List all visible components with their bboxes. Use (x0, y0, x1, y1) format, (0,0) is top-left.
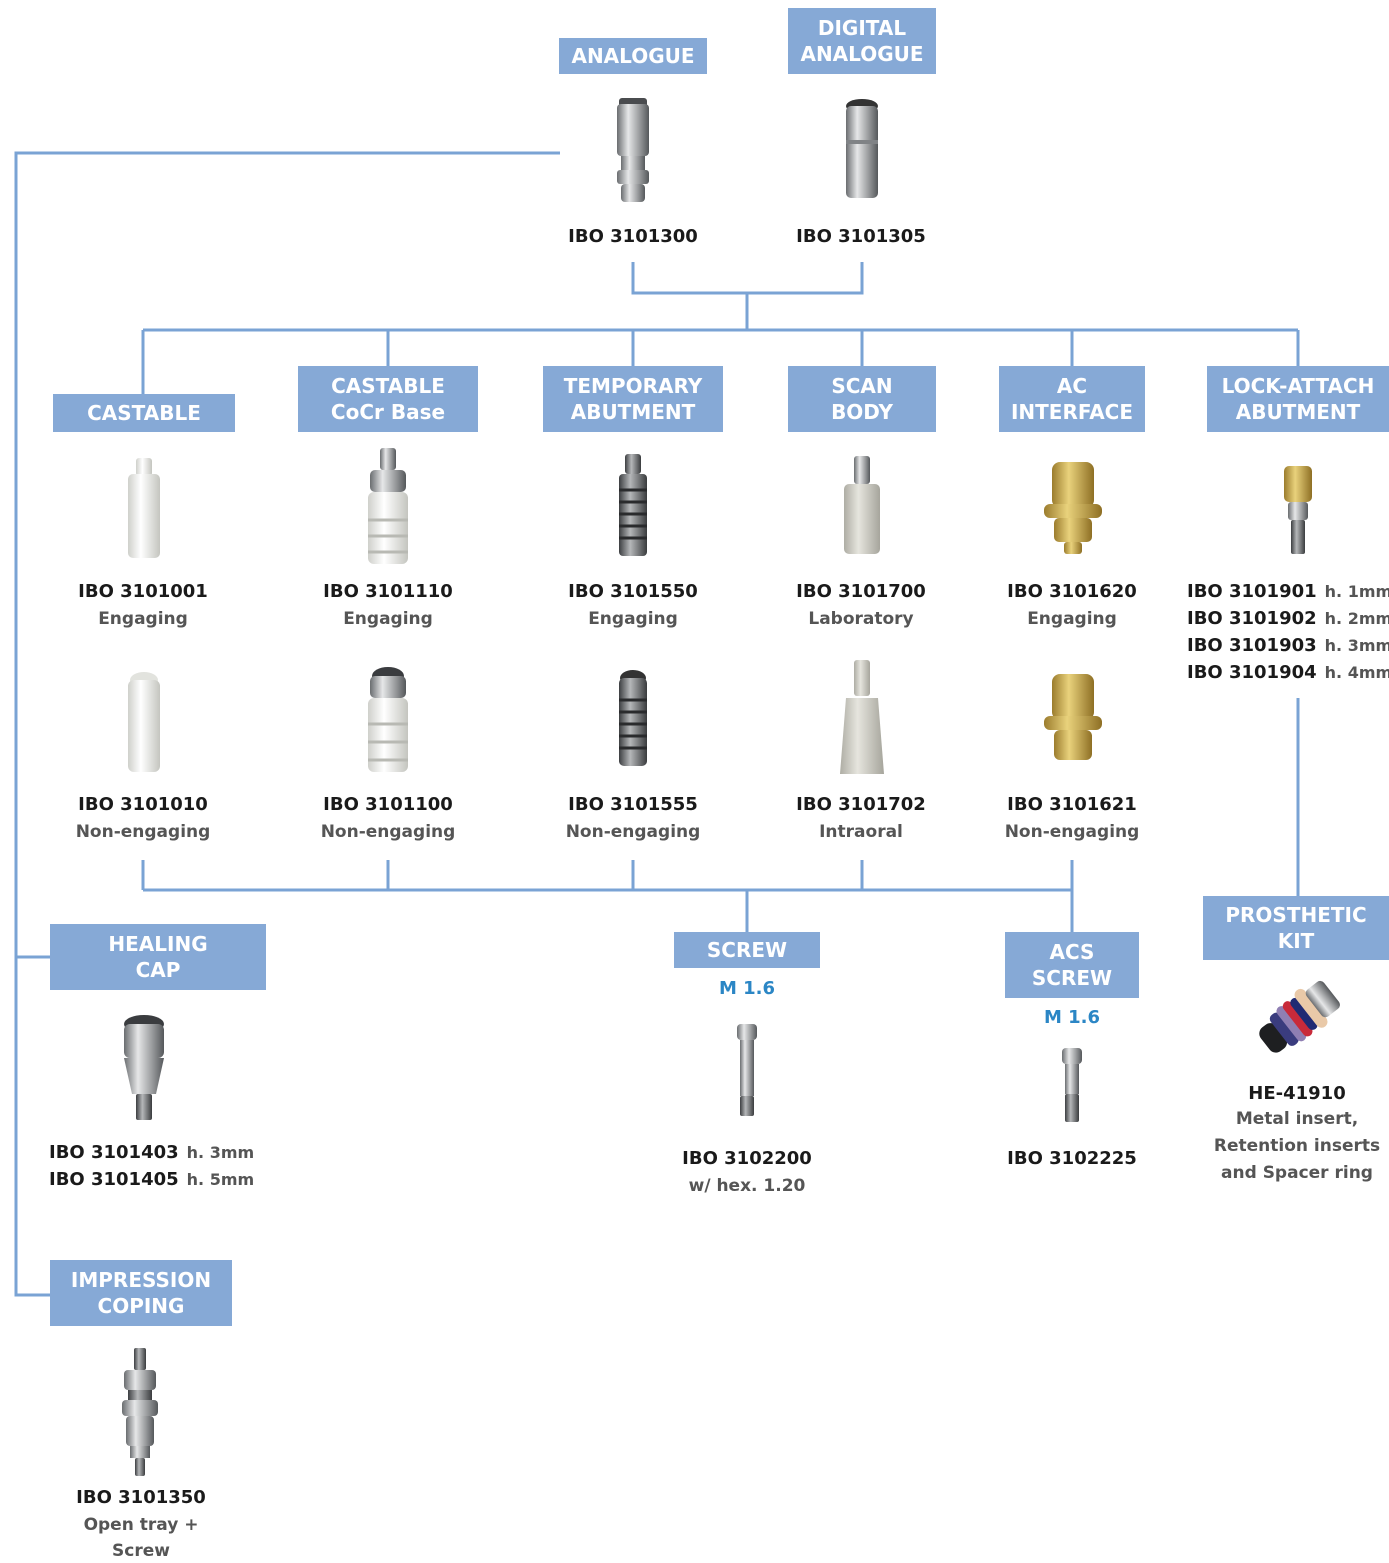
lock-attach-header: LOCK-ATTACH ABUTMENT (1207, 366, 1389, 432)
digital-analogue-header: DIGITAL ANALOGUE (788, 8, 936, 74)
castable-cocr-header: CASTABLE CoCr Base (298, 366, 478, 432)
ac-interface-header: AC INTERFACE (999, 366, 1145, 432)
healing-item-code: IBO 3101403 (49, 1142, 179, 1163)
acs-screw-header: ACS SCREW (1005, 932, 1139, 998)
impression-coping-header: IMPRESSION COPING (50, 1260, 232, 1326)
temporary-nonengaging-code: IBO 3101555 (568, 794, 698, 815)
healing-item-height: h. 3mm (186, 1143, 255, 1162)
list-item: IBO 3101902 h. 2mm (1187, 608, 1389, 635)
castable-cocr-engaging-icon (368, 448, 408, 564)
prosthetic-kit-header: PROSTHETIC KIT (1203, 896, 1389, 960)
acs-screw-part-icon (1062, 1048, 1082, 1122)
prosthetic-kit-part-icon (1259, 980, 1340, 1053)
list-item: IBO 3101904 h. 4mm (1187, 662, 1389, 689)
ac-interface-nonengaging-icon (1044, 674, 1102, 760)
impression-coping-line1: Open tray + (83, 1515, 199, 1535)
temporary-engaging-icon (619, 454, 647, 556)
lock-item-code: IBO 3101902 (1187, 608, 1317, 629)
scan-body-intraoral-code: IBO 3101702 (796, 794, 926, 815)
castable-header: CASTABLE (53, 394, 235, 432)
healing-cap-part-icon (124, 1015, 164, 1120)
ac-interface-nonengaging-label: Non-engaging (1004, 822, 1140, 842)
healing-cap-header: HEALING CAP (50, 924, 266, 990)
impression-coping-part-icon (122, 1348, 158, 1476)
analogue-code: IBO 3101300 (568, 226, 698, 247)
temporary-engaging-code: IBO 3101550 (568, 581, 698, 602)
castable-nonengaging-icon (128, 672, 160, 772)
screw-part-icon (737, 1024, 757, 1116)
lock-item-code: IBO 3101904 (1187, 662, 1317, 683)
healing-item-code: IBO 3101405 (49, 1169, 179, 1190)
prosthetic-kit-line1: Metal insert, (1235, 1109, 1359, 1129)
castable-cocr-nonengaging-label: Non-engaging (320, 822, 456, 842)
lock-attach-list: IBO 3101901 h. 1mm IBO 3101902 h. 2mm IBO … (1187, 581, 1389, 689)
list-item: IBO 3101403 h. 3mm (49, 1142, 254, 1169)
scan-body-header: SCAN BODY (788, 366, 936, 432)
lock-item-height: h. 4mm (1324, 663, 1389, 682)
prosthetic-kit-code: HE-41910 (1248, 1083, 1346, 1104)
scan-body-intraoral-icon (840, 660, 884, 774)
castable-engaging-icon (128, 458, 160, 558)
healing-item-height: h. 5mm (186, 1170, 255, 1189)
acs-screw-code: IBO 3102225 (1007, 1148, 1137, 1169)
screw-header: SCREW (674, 932, 820, 968)
list-item: IBO 3101901 h. 1mm (1187, 581, 1389, 608)
castable-cocr-engaging-label: Engaging (343, 609, 433, 629)
lock-item-height: h. 3mm (1324, 636, 1389, 655)
trunk-line (14, 151, 560, 1297)
ac-interface-engaging-label: Engaging (1027, 609, 1117, 629)
scan-body-laboratory-code: IBO 3101700 (796, 581, 926, 602)
castable-cocr-nonengaging-icon (368, 667, 408, 772)
healing-cap-list: IBO 3101403 h. 3mm IBO 3101405 h. 5mm (49, 1142, 254, 1196)
castable-cocr-nonengaging-code: IBO 3101100 (323, 794, 453, 815)
acs-screw-spec: M 1.6 (1043, 1007, 1101, 1028)
scan-body-laboratory-icon (844, 456, 880, 554)
ac-interface-nonengaging-code: IBO 3101621 (1007, 794, 1137, 815)
castable-engaging-label: Engaging (98, 609, 188, 629)
temporary-nonengaging-icon (619, 670, 647, 766)
scan-body-intraoral-label: Intraoral (819, 822, 903, 842)
screw-code: IBO 3102200 (682, 1148, 812, 1169)
temporary-engaging-label: Engaging (588, 609, 678, 629)
digital-analogue-part-icon (846, 99, 878, 198)
lock-attach-part-icon (1284, 466, 1312, 554)
analogue-part-icon (617, 98, 649, 202)
screw-label: w/ hex. 1.20 (688, 1176, 806, 1196)
digital-analogue-code: IBO 3101305 (796, 226, 926, 247)
impression-coping-line2: Screw (112, 1541, 170, 1561)
castable-nonengaging-code: IBO 3101010 (78, 794, 208, 815)
prosthetic-kit-line2: Retention inserts (1213, 1136, 1381, 1156)
lock-item-code: IBO 3101903 (1187, 635, 1317, 656)
analogue-header: ANALOGUE (559, 38, 707, 74)
lock-item-height: h. 1mm (1324, 582, 1389, 601)
screw-spec: M 1.6 (718, 978, 776, 999)
analogue-join (631, 262, 864, 295)
prosthetic-kit-line3: and Spacer ring (1221, 1163, 1373, 1183)
temporary-abutment-header: TEMPORARY ABUTMENT (543, 366, 723, 432)
lock-item-height: h. 2mm (1324, 609, 1389, 628)
scan-body-laboratory-label: Laboratory (808, 609, 914, 629)
temporary-nonengaging-label: Non-engaging (565, 822, 701, 842)
castable-nonengaging-label: Non-engaging (75, 822, 211, 842)
castable-cocr-engaging-code: IBO 3101110 (323, 581, 453, 602)
lock-item-code: IBO 3101901 (1187, 581, 1317, 602)
ac-interface-engaging-icon (1044, 462, 1102, 554)
list-item: IBO 3101903 h. 3mm (1187, 635, 1389, 662)
ac-interface-engaging-code: IBO 3101620 (1007, 581, 1137, 602)
castable-engaging-code: IBO 3101001 (78, 581, 208, 602)
impression-coping-code: IBO 3101350 (76, 1487, 206, 1508)
list-item: IBO 3101405 h. 5mm (49, 1169, 254, 1196)
